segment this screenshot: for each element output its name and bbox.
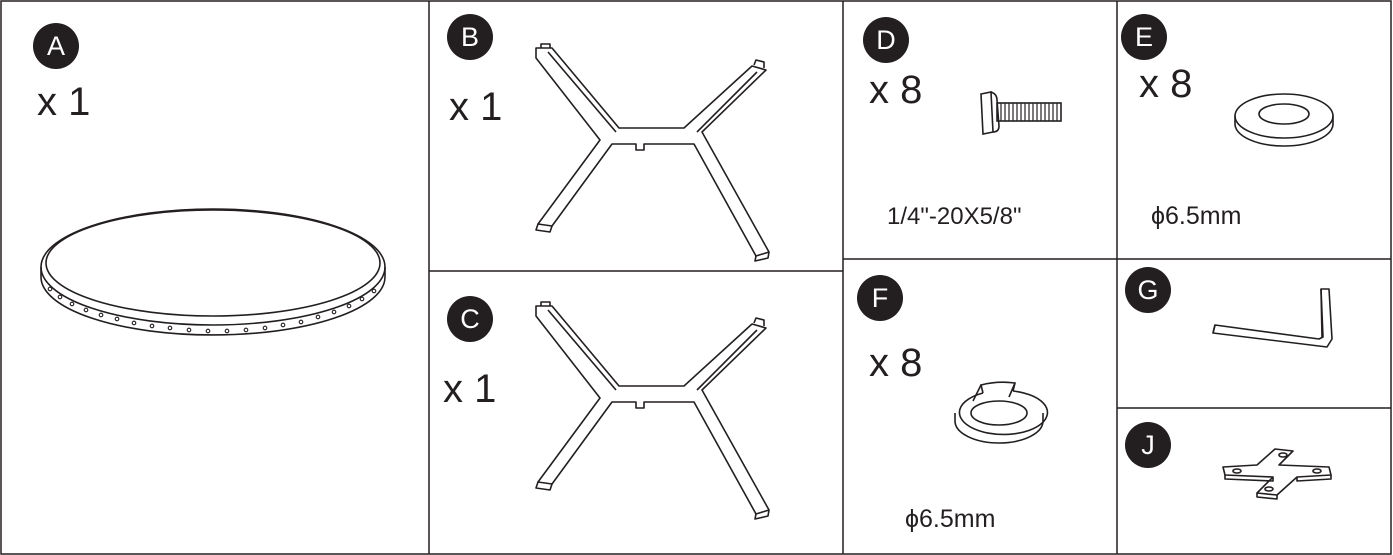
part-a-cell: A x 1 [0, 0, 429, 555]
part-e-cell: E x 8 ϕ6.5mm [1117, 0, 1391, 259]
part-d-quantity: x 8 [869, 68, 923, 112]
part-b-badge: B [447, 14, 493, 60]
part-f-cell: F x 8 ϕ6.5mm [843, 259, 1117, 555]
part-e-diameter: ϕ6.5mm [1151, 202, 1242, 230]
part-d-badge: D [863, 17, 909, 63]
spring-washer-icon [954, 381, 1049, 444]
part-e-badge: E [1121, 14, 1167, 60]
part-f-badge: F [857, 275, 903, 321]
part-j-cell: J [1117, 408, 1391, 555]
part-e-quantity: x 8 [1139, 62, 1193, 106]
leg-frame-icon [535, 43, 770, 262]
part-c-quantity: x 1 [443, 367, 497, 411]
part-c-cell: C x 1 [429, 271, 843, 555]
part-b-cell: B x 1 [429, 0, 843, 271]
part-d-size: 1/4"-20X5/8" [887, 203, 1022, 230]
bolt-icon [980, 91, 1062, 135]
part-g-badge: G [1125, 267, 1171, 313]
cross-connector-plate-icon [1222, 448, 1332, 500]
part-j-badge: J [1125, 422, 1171, 468]
part-b-quantity: x 1 [449, 85, 503, 129]
part-a-badge: A [33, 23, 79, 69]
part-f-diameter: ϕ6.5mm [905, 505, 996, 533]
part-a-quantity: x 1 [37, 80, 91, 124]
allen-key-icon [1212, 288, 1333, 348]
round-tabletop-icon [40, 208, 386, 336]
flat-washer-icon [1234, 93, 1334, 147]
part-d-cell: D x 8 1/4"-20X5/8" [843, 0, 1117, 259]
part-g-cell: G [1117, 259, 1391, 408]
leg-frame-icon [535, 301, 770, 520]
part-f-quantity: x 8 [869, 341, 923, 385]
part-c-badge: C [447, 296, 493, 342]
